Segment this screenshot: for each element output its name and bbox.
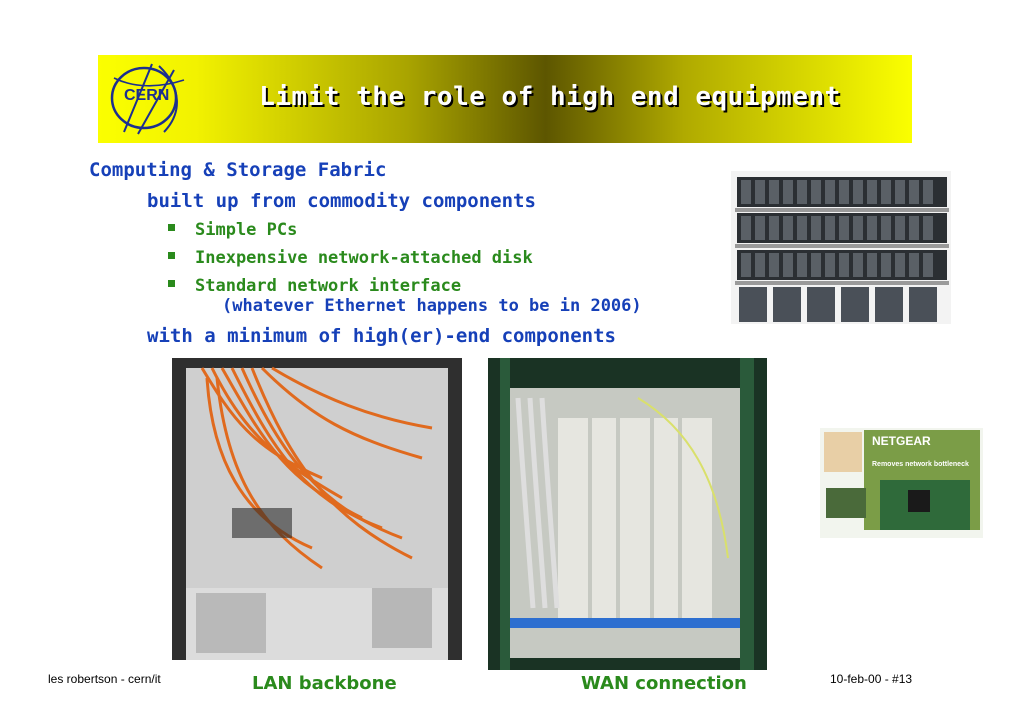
bullet-square-icon [168, 223, 175, 231]
subheading-commodity: built up from commodity components [147, 190, 536, 212]
netgear-brand-text: NETGEAR [872, 434, 931, 448]
wan-connection-photo [488, 358, 767, 670]
bullet-item: Standard network interface [168, 276, 461, 296]
bullet-text: Simple PCs [195, 220, 298, 240]
caption-wan-connection: WAN connection [581, 673, 747, 694]
lan-backbone-photo [172, 358, 462, 660]
bullet-note: (whatever Ethernet happens to be in 2006… [222, 296, 642, 316]
netgear-tagline-text: Removes network bottleneck [872, 461, 969, 468]
cern-logo: CERN [110, 63, 185, 135]
bullet-square-icon [168, 251, 175, 259]
bullet-item: Simple PCs [168, 220, 297, 240]
pc-rack-image [731, 171, 951, 324]
heading-computing-fabric: Computing & Storage Fabric [89, 159, 387, 181]
footer-date-slide-number: 10-feb-00 - #13 [830, 672, 913, 686]
bullet-square-icon [168, 279, 175, 287]
bullet-item: Inexpensive network-attached disk [168, 248, 533, 268]
netgear-card-image: NETGEAR Removes network bottleneck [820, 428, 983, 538]
caption-lan-backbone: LAN backbone [252, 673, 397, 694]
footer-author: les robertson - cern/it [48, 672, 161, 686]
slide-title: Limit the role of high end equipment [259, 82, 841, 112]
closing-line: with a minimum of high(er)-end component… [147, 325, 616, 347]
bullet-text: Inexpensive network-attached disk [195, 248, 533, 268]
bullet-text: Standard network interface [195, 276, 462, 296]
title-banner [98, 55, 912, 143]
cern-logo-text: CERN [124, 87, 169, 104]
